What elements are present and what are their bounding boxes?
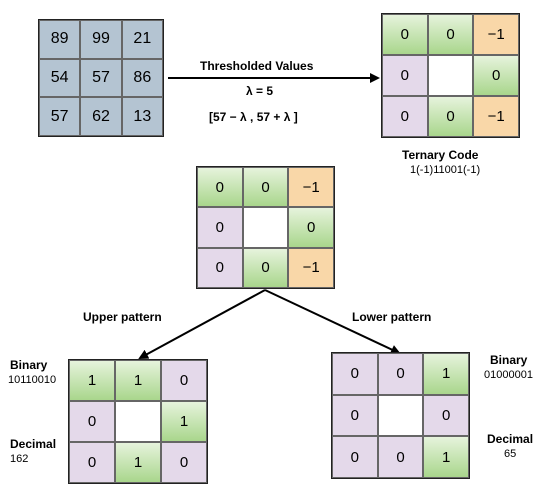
upper-binary-label: Binary	[10, 358, 48, 372]
upper-binary-value: 10110010	[8, 374, 57, 386]
ternary-cell: 0	[382, 14, 428, 55]
upper-cell: 0	[69, 401, 115, 442]
source-cell: 86	[121, 58, 163, 98]
threshold-title: Thresholded Values	[200, 59, 314, 73]
upper-decimal-label: Decimal	[10, 437, 57, 451]
upper-cell: 1	[69, 360, 115, 401]
lower-binary-label: Binary	[490, 353, 528, 367]
ternary-cell: 0	[427, 96, 474, 137]
threshold-range: [57 − λ , 57 + λ ]	[209, 110, 298, 124]
ternary-cell: 0	[427, 14, 474, 55]
ternary-center-cell	[427, 55, 474, 96]
upper-cell: 0	[161, 442, 207, 483]
source-cell: 54	[39, 58, 81, 98]
source-cell: 57	[80, 58, 122, 98]
lower-cell: 0	[377, 353, 424, 395]
upper-pattern-label: Upper pattern	[83, 310, 162, 324]
lower-cell: 0	[377, 436, 424, 478]
upper-cell: 1	[161, 401, 207, 442]
upper-cell: 0	[69, 442, 115, 483]
upper-center-cell	[115, 401, 161, 442]
middle-cell: 0	[288, 207, 334, 248]
lower-binary-value: 01000001	[484, 369, 533, 381]
source-cell: 13	[121, 97, 163, 136]
ternary-code-value: 1(-1)11001(-1)	[410, 164, 481, 176]
lower-cell: 0	[332, 394, 378, 437]
ternary-grid: 0 0 −1 0 0 0 0 −1	[381, 13, 520, 138]
source-cell: 57	[39, 97, 81, 136]
threshold-lambda: λ = 5	[246, 84, 274, 98]
lower-decimal-value: 65	[504, 448, 517, 460]
source-cell: 99	[80, 20, 122, 59]
middle-cell: 0	[197, 247, 243, 288]
ternary-cell: 0	[473, 55, 519, 96]
middle-center-cell	[242, 207, 289, 248]
upper-decimal-value: 162	[10, 453, 29, 465]
lower-pattern-grid: 0 0 1 0 0 0 0 1	[331, 352, 470, 479]
source-cell: 62	[80, 97, 122, 136]
lower-decimal-label: Decimal	[487, 432, 534, 446]
upper-cell: 1	[115, 360, 161, 401]
lower-cell: 1	[423, 353, 469, 395]
lower-cell: 0	[332, 353, 378, 395]
upper-pattern-arrow	[138, 289, 266, 359]
lower-cell: 0	[332, 436, 378, 478]
middle-cell: 0	[197, 207, 243, 248]
source-cell: 21	[121, 20, 163, 59]
ternary-cell: 0	[382, 96, 428, 137]
middle-cell: 0	[197, 167, 243, 208]
middle-cell: −1	[288, 247, 334, 288]
ternary-code-label: Ternary Code	[402, 148, 479, 162]
lower-cell: 0	[423, 394, 469, 437]
ternary-cell: −1	[473, 96, 519, 137]
upper-cell: 0	[161, 360, 207, 401]
lower-pattern-arrow	[264, 289, 401, 355]
middle-grid: 0 0 −1 0 0 0 0 −1	[196, 166, 335, 289]
source-grid: 89 99 21 54 57 86 57 62 13	[38, 19, 164, 137]
ternary-cell: 0	[382, 55, 428, 96]
middle-cell: 0	[242, 247, 289, 288]
middle-cell: −1	[288, 167, 334, 208]
source-cell: 89	[39, 20, 81, 59]
middle-cell: 0	[242, 167, 289, 208]
ternary-cell: −1	[473, 14, 519, 55]
upper-pattern-grid: 1 1 0 0 1 0 1 0	[68, 359, 208, 484]
lower-cell: 1	[423, 436, 469, 478]
lower-center-cell	[377, 394, 424, 437]
upper-cell: 1	[115, 442, 161, 483]
lower-pattern-label: Lower pattern	[352, 310, 432, 324]
